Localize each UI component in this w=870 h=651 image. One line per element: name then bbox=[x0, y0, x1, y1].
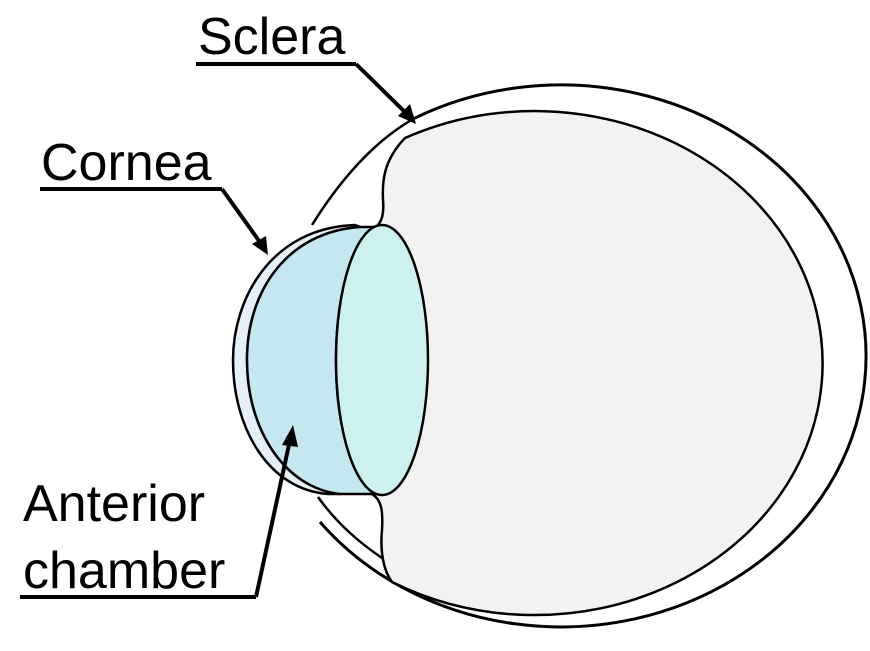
cornea-label: Cornea bbox=[41, 134, 212, 192]
sclera-pointer-arrow bbox=[356, 64, 408, 115]
sclera-label: Sclera bbox=[198, 8, 345, 66]
anterior-chamber-label-line1: Anterior bbox=[23, 475, 205, 533]
cornea-pointer-arrow bbox=[222, 189, 262, 245]
anterior-chamber-label-line2: chamber bbox=[23, 542, 225, 600]
lens bbox=[336, 225, 428, 495]
